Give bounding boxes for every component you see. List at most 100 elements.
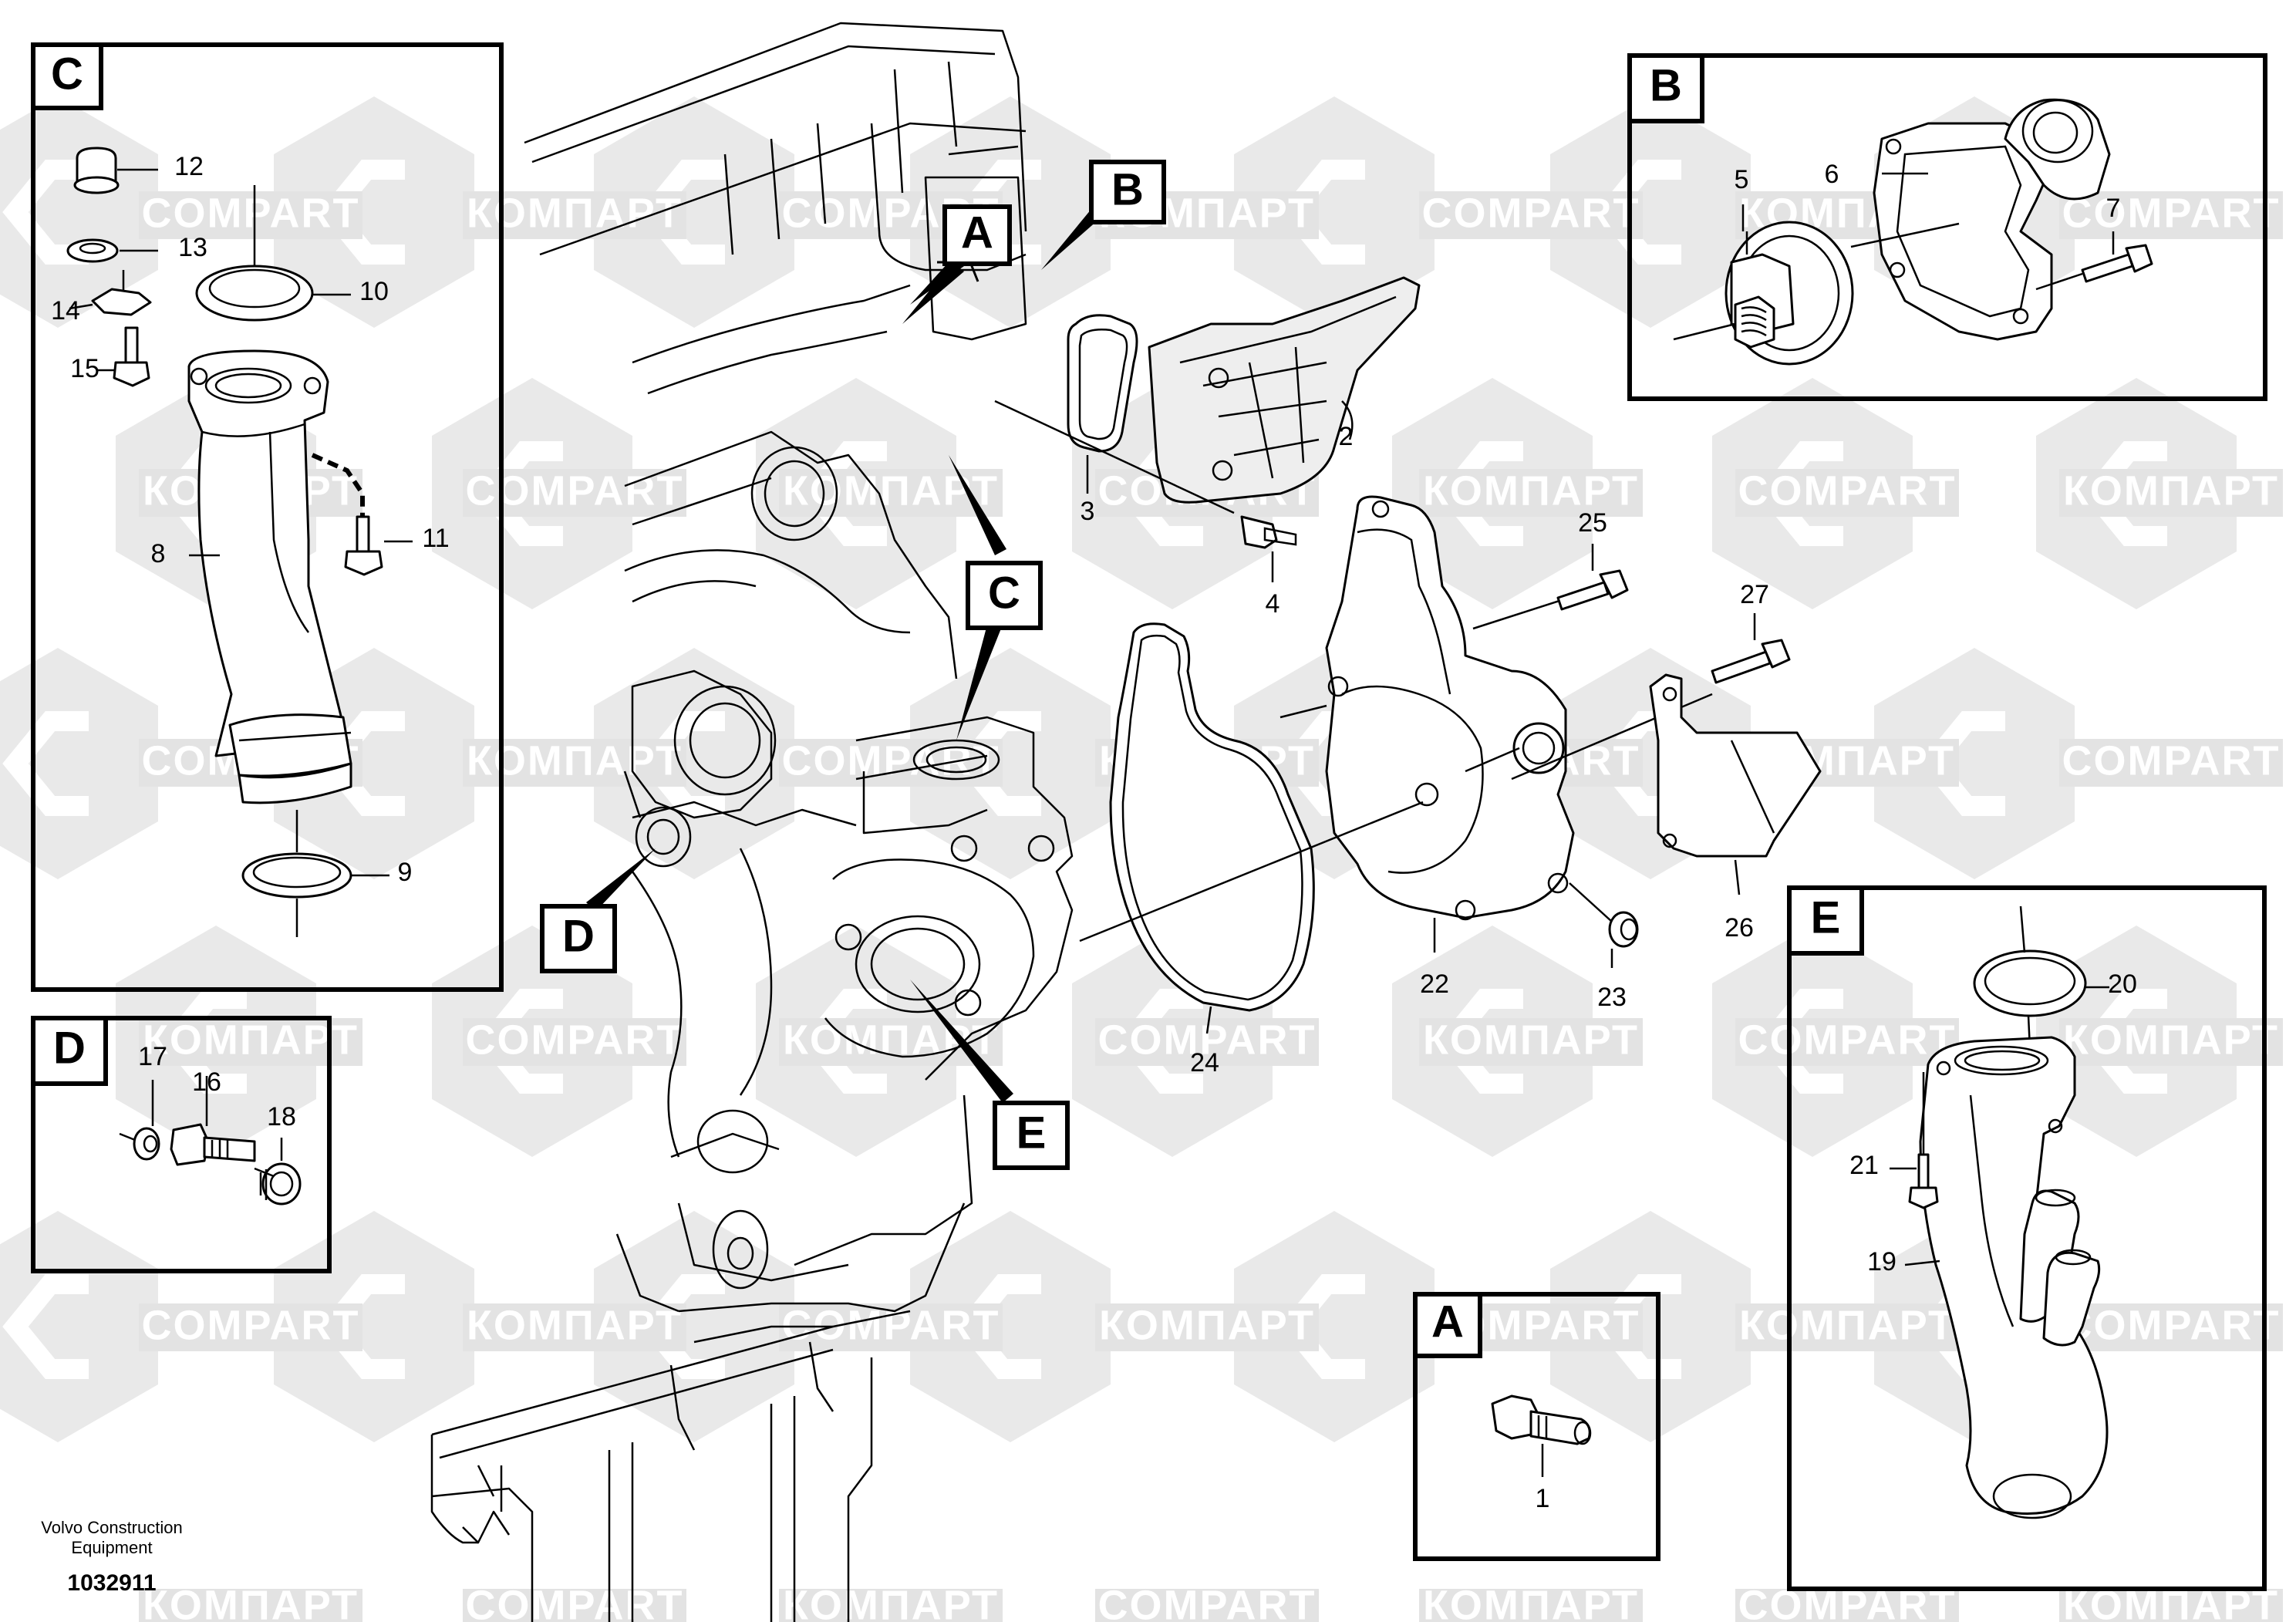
ref-tag-C-label: C xyxy=(988,568,1020,618)
callout-3: 3 xyxy=(1081,497,1095,526)
watermark-text: КОМПАРТ xyxy=(1423,1582,1639,1622)
gasket-24 xyxy=(1109,622,1315,1012)
callout-1: 1 xyxy=(1536,1484,1550,1513)
watermark-text: COMPART xyxy=(466,1017,684,1063)
watermark-text: COMPART xyxy=(466,1582,684,1622)
callout-17: 17 xyxy=(138,1042,167,1071)
callout-23: 23 xyxy=(1597,983,1627,1012)
callout-13: 13 xyxy=(178,233,207,262)
drawing-number: 1032911 xyxy=(67,1570,156,1596)
bolt-21 xyxy=(1917,1153,1930,1189)
ref-tag-B-label: B xyxy=(1111,164,1144,214)
callout-26: 26 xyxy=(1725,913,1754,943)
clip-14 xyxy=(91,288,152,316)
callout-6: 6 xyxy=(1825,160,1839,189)
seal-ring-9 xyxy=(241,852,352,899)
ref-tag-E[interactable] xyxy=(993,1101,1070,1170)
watermark-text: COMPART xyxy=(142,190,360,236)
detail-view-A: A 1 xyxy=(1413,1292,1660,1561)
callout-21: 21 xyxy=(1849,1151,1879,1180)
watermark-text: КОМПАРТ xyxy=(783,1582,999,1622)
watermark-text: КОМПАРТ xyxy=(2063,467,2279,514)
ref-tag-A-label: A xyxy=(961,207,993,258)
callout-20: 20 xyxy=(2108,969,2137,999)
plate-26 xyxy=(1649,673,1822,858)
callout-11: 11 xyxy=(422,524,449,553)
washer-13 xyxy=(66,238,119,263)
bolt-25 xyxy=(1556,581,1610,611)
ref-tag-A[interactable] xyxy=(942,204,1012,266)
engine-block-drawing xyxy=(430,22,1074,1622)
watermark-text: COMPART xyxy=(2062,737,2281,784)
watermark-text: COMPART xyxy=(2062,1302,2281,1348)
detail-A-tag xyxy=(1413,1292,1482,1358)
ref-tag-D[interactable] xyxy=(540,904,617,973)
watermark-text: КОМПАРТ xyxy=(1739,1302,1955,1348)
watermark-text: КОМПАРТ xyxy=(143,1017,359,1063)
detail-C-tag xyxy=(31,42,103,110)
callout-10: 10 xyxy=(359,277,389,306)
seal-23 xyxy=(1608,911,1639,948)
seal-ring-10 xyxy=(195,265,314,322)
detail-view-C: C 12 13 14 15 10 xyxy=(31,42,504,992)
ref-tag-C[interactable] xyxy=(966,561,1043,630)
bolt-11 xyxy=(356,515,370,553)
washer-17 xyxy=(133,1127,160,1161)
callout-2: 2 xyxy=(1339,422,1354,451)
callout-16: 16 xyxy=(192,1067,221,1097)
main-view-callouts: 2 3 4 22 23 24 25 26 27 xyxy=(1081,400,1769,1077)
ref-tag-B[interactable] xyxy=(1089,160,1166,224)
main-view-parts xyxy=(994,276,1822,1012)
water-pump-22 xyxy=(1325,495,1575,919)
watermark-text: COMPART xyxy=(1738,1017,1957,1063)
watermark-text: КОМПАРТ xyxy=(2063,1017,2279,1063)
watermark-text: COMPART xyxy=(142,1302,360,1348)
ref-tag-D-label: D xyxy=(562,911,595,961)
plug-18 xyxy=(261,1162,302,1206)
callout-15: 15 xyxy=(70,354,99,383)
detail-B-letter: B xyxy=(1650,60,1682,110)
callout-24: 24 xyxy=(1190,1048,1219,1077)
watermark-text: COMPART xyxy=(2062,190,2281,236)
detail-C-letter: C xyxy=(51,49,83,99)
detail-D-tag xyxy=(31,1016,108,1086)
watermark-text: КОМПАРТ xyxy=(1099,1302,1315,1348)
footer: Volvo Construction Equipment 1032911 xyxy=(41,1518,182,1596)
watermark-text: КОМПАРТ xyxy=(1423,467,1639,514)
detail-view-B: B 5 6 7 xyxy=(1627,53,2267,401)
callout-14: 14 xyxy=(51,296,80,325)
watermark-text: COMPART xyxy=(782,1302,1000,1348)
detail-E-tag xyxy=(1787,885,1864,956)
callout-19: 19 xyxy=(1867,1247,1896,1276)
main-view-reference-tags: A B C D E xyxy=(540,160,1166,1170)
bolt-27 xyxy=(1711,650,1772,684)
watermark-text: КОМПАРТ xyxy=(467,1302,683,1348)
watermark-text: COMPART xyxy=(1422,190,1640,236)
watermark-text: COMPART xyxy=(1738,467,1957,514)
watermark-text: COMPART xyxy=(782,737,1000,784)
detail-E-letter: E xyxy=(1811,892,1841,943)
callout-9: 9 xyxy=(398,858,413,887)
watermark-text: COMPART xyxy=(1098,1582,1317,1622)
watermark-text: COMPART xyxy=(466,467,684,514)
callout-27: 27 xyxy=(1740,580,1769,609)
pipe-8 xyxy=(187,349,349,757)
watermark-text: КОМПАРТ xyxy=(467,737,683,784)
footer-company-line2: Equipment xyxy=(71,1538,152,1557)
watermark-text: COMPART xyxy=(1098,1017,1317,1063)
gasket-3 xyxy=(1067,314,1138,453)
callout-12: 12 xyxy=(174,152,204,181)
callout-5: 5 xyxy=(1735,165,1749,194)
callout-8: 8 xyxy=(151,539,166,568)
bracket-2 xyxy=(1148,276,1421,504)
detail-view-D: D 17 16 18 xyxy=(31,1016,332,1273)
callout-4: 4 xyxy=(1266,589,1280,619)
pipe-19 xyxy=(1919,1036,2109,1515)
ref-tag-E-label: E xyxy=(1017,1108,1047,1158)
detail-B-tag xyxy=(1627,53,1704,123)
bolt-7 xyxy=(2081,253,2134,283)
detail-view-E: E 20 19 21 xyxy=(1787,885,2267,1591)
bolt-15 xyxy=(124,326,139,364)
watermark-text: КОМПАРТ xyxy=(1423,1017,1639,1063)
